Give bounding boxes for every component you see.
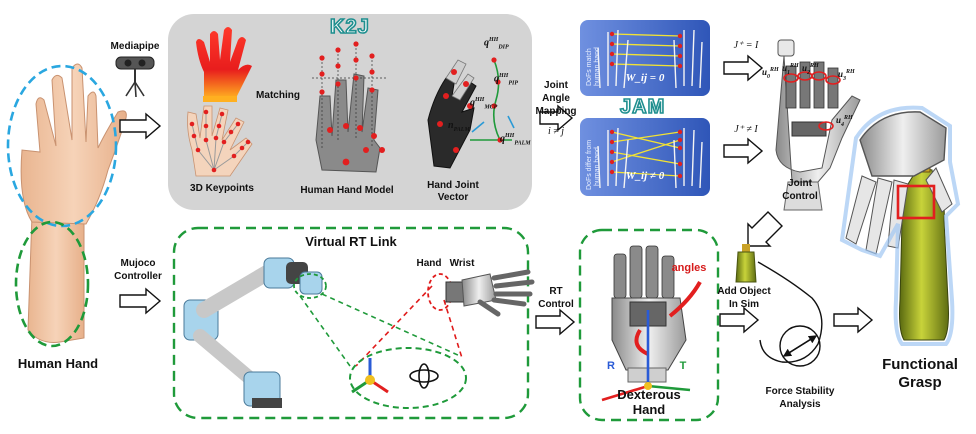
mujoco-label-1: Mujoco: [120, 258, 156, 269]
rotation-icon: [409, 363, 439, 389]
j-plus-neq-label: J⁺ ≠ I: [734, 124, 758, 135]
q-mcp-label: qHHMCP: [470, 97, 498, 111]
u-label-0: u0RH: [762, 67, 779, 80]
keypoints-label: 3D Keypoints: [190, 183, 254, 194]
hand-joint-vector: [427, 57, 515, 169]
u-label-1: u1RH: [782, 63, 799, 76]
joint-angle-mapping-label-2: Angle: [542, 93, 570, 104]
joint-control-label-2: Control: [782, 191, 818, 202]
heatmap-hand: [196, 27, 252, 102]
forearm-dashed-ellipse: [14, 220, 90, 348]
mujoco-label-2: Controller: [114, 271, 162, 282]
functional-grasp-illustration: [845, 111, 953, 341]
q-pip-label: qHHPIP: [494, 73, 519, 87]
q-dip-label: qHHDIP: [484, 37, 509, 51]
joint-angle-mapping-label-3: Mapping: [535, 106, 577, 117]
force-stability-label-1: Force Stability: [765, 386, 835, 397]
w-eq-0-label: W_ij = 0: [625, 72, 665, 84]
small-bottle-icon: [735, 244, 757, 283]
dofs-differ-label-2: human hand: [594, 147, 601, 186]
force-stability-sketch: [757, 261, 823, 367]
robot-hand-joint-control: [775, 39, 861, 211]
mediapipe-label: Mediapipe: [110, 41, 160, 52]
dexterous-hand-box: [578, 228, 720, 422]
j-plus-eq-label: J⁺ = I: [733, 40, 759, 51]
q-palm-label: qHHPALM: [500, 133, 531, 147]
functional-grasp-label-1: Functional: [882, 356, 958, 373]
matching-label: Matching: [256, 90, 300, 101]
u-label-3: u3RH: [838, 69, 855, 82]
jam-title: JAM: [619, 95, 666, 119]
jam-keypoints: [609, 31, 683, 179]
dofs-match-label-1: DoFs match: [586, 48, 593, 86]
force-stability-label-2: Analysis: [779, 399, 821, 410]
dofs-match-label-2: human hand: [594, 47, 601, 86]
hand-label: Hand: [416, 258, 442, 269]
add-object-label-1: Add Object: [717, 286, 771, 297]
hand-joint-vector-label-2: Vector: [437, 192, 469, 203]
joint-angle-mapping-label-1: Joint: [544, 80, 568, 91]
wrist-label: Wrist: [449, 258, 475, 269]
rt-control-label-2: Control: [538, 299, 574, 310]
virtual-rt-link-box: [172, 226, 530, 420]
robot-arm: [183, 257, 323, 408]
virtual-robot-hand: [445, 269, 535, 317]
functional-grasp-glow: [839, 105, 961, 346]
t-label: T: [679, 360, 687, 372]
rt-control-label-1: RT: [549, 286, 563, 297]
jam-box-top: [580, 20, 710, 96]
dofs-differ-label-1: DoFs differ from: [586, 139, 593, 190]
k2j-title: K2J: [329, 15, 370, 39]
jam-hand-sketches: [597, 29, 703, 189]
human-hand-model-label: Human Hand Model: [300, 185, 394, 196]
zoom-guide-lines: [299, 285, 463, 367]
virtual-rt-link-title: Virtual RT Link: [305, 234, 397, 249]
angles-label: angles: [671, 262, 707, 274]
dexterous-hand-label-1: Dexterous: [617, 387, 681, 402]
coordinate-frame-ellipse: [349, 347, 467, 409]
hand-joint-vector-label-1: Hand Joint: [427, 180, 479, 191]
camera-icon: [115, 56, 155, 98]
human-hand-model: [312, 41, 388, 173]
functional-grasp-label-2: Grasp: [898, 374, 942, 391]
u-label-4: u4RH: [836, 115, 853, 128]
human-hand-illustration: [20, 63, 127, 343]
n-palm-label: nPALM: [448, 120, 470, 133]
w-neq-0-label: W_ij ≠ 0: [625, 170, 665, 182]
human-hand-label: Human Hand: [17, 356, 99, 371]
joint-control-label-1: Joint: [788, 178, 812, 189]
r-label: R: [607, 360, 615, 372]
dexterous-hand-illustration: [601, 245, 702, 402]
i-neq-j-label: i ≠ j: [547, 126, 565, 137]
hand-dashed-ellipse: [6, 64, 118, 228]
keypoint-hand: [187, 105, 253, 177]
coordinate-axes-icon: [351, 358, 389, 394]
u-label-2: u2RH: [802, 63, 819, 76]
add-object-label-2: In Sim: [728, 299, 759, 310]
wrist-dashed-ellipse: [293, 273, 327, 299]
jam-mapping-lines: [611, 33, 681, 177]
dexterous-hand-label-2: Hand: [632, 402, 666, 417]
